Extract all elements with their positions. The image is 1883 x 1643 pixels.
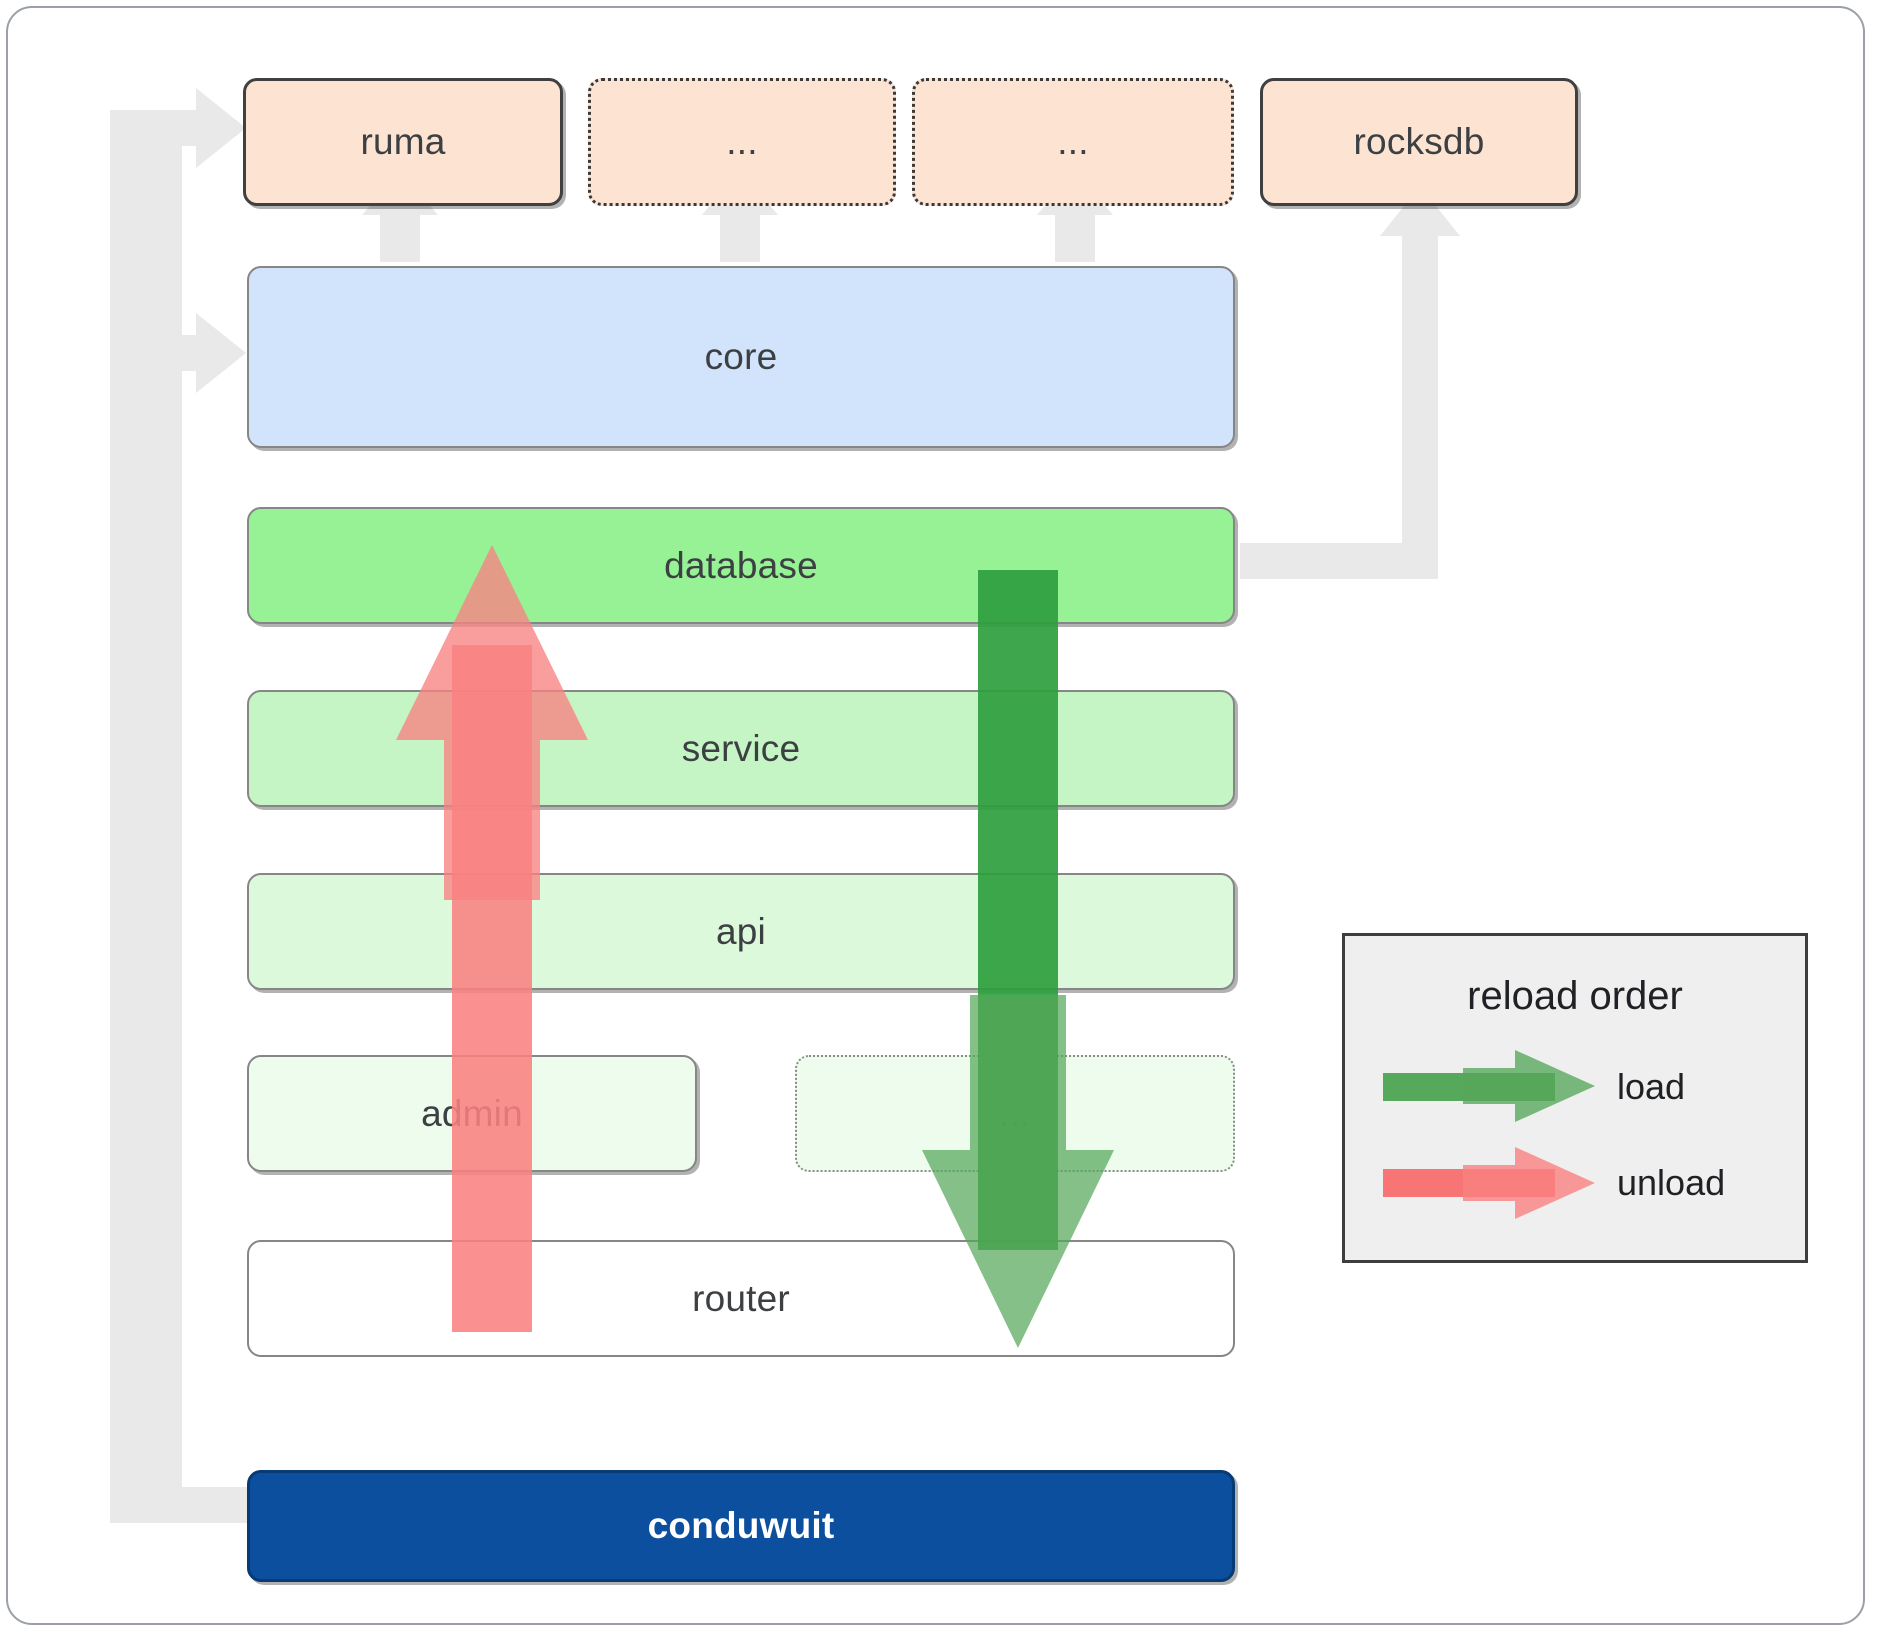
- dependency-box-label: rocksdb: [1353, 121, 1485, 162]
- legend-label-load: load: [1617, 1066, 1686, 1107]
- legend-label-unload: unload: [1617, 1162, 1726, 1203]
- legend-panel: reload order load unload: [1342, 933, 1808, 1263]
- crate-box-database[interactable]: database: [247, 507, 1235, 624]
- crate-box-router[interactable]: router: [247, 1240, 1235, 1357]
- crate-box-core[interactable]: core: [247, 266, 1235, 448]
- crate-box-service[interactable]: service: [247, 690, 1235, 807]
- crate-box-label: core: [704, 336, 778, 377]
- crate-box-label: service: [681, 727, 801, 769]
- binary-box-label: conduwuit: [647, 1505, 835, 1546]
- dependency-box-ellipsis-2[interactable]: ...: [912, 78, 1234, 206]
- binary-box-conduwuit[interactable]: conduwuit: [247, 1470, 1235, 1582]
- crate-box-label: api: [716, 910, 766, 952]
- crate-box-label: ...: [999, 1092, 1031, 1134]
- diagram-frame: [6, 6, 1865, 1625]
- legend-title: reload order: [1467, 974, 1683, 1018]
- dependency-box-ellipsis-1[interactable]: ...: [588, 78, 896, 206]
- unload-arrow-icon: [1383, 1147, 1595, 1219]
- crate-box-admin[interactable]: admin: [247, 1055, 697, 1172]
- crate-box-label: database: [664, 544, 818, 586]
- load-arrow-icon: [1383, 1050, 1595, 1122]
- legend-arrow-icons: [1383, 1050, 1595, 1219]
- dependency-box-label: ruma: [360, 121, 446, 162]
- crate-box-label: admin: [421, 1092, 523, 1134]
- crate-box-ellipsis[interactable]: ...: [795, 1055, 1235, 1172]
- dependency-box-label: ...: [726, 121, 758, 162]
- dependency-box-label: ...: [1057, 121, 1089, 162]
- crate-box-label: router: [692, 1277, 790, 1319]
- dependency-box-ruma[interactable]: ruma: [243, 78, 563, 206]
- crate-box-api[interactable]: api: [247, 873, 1235, 990]
- dependency-box-rocksdb[interactable]: rocksdb: [1260, 78, 1578, 206]
